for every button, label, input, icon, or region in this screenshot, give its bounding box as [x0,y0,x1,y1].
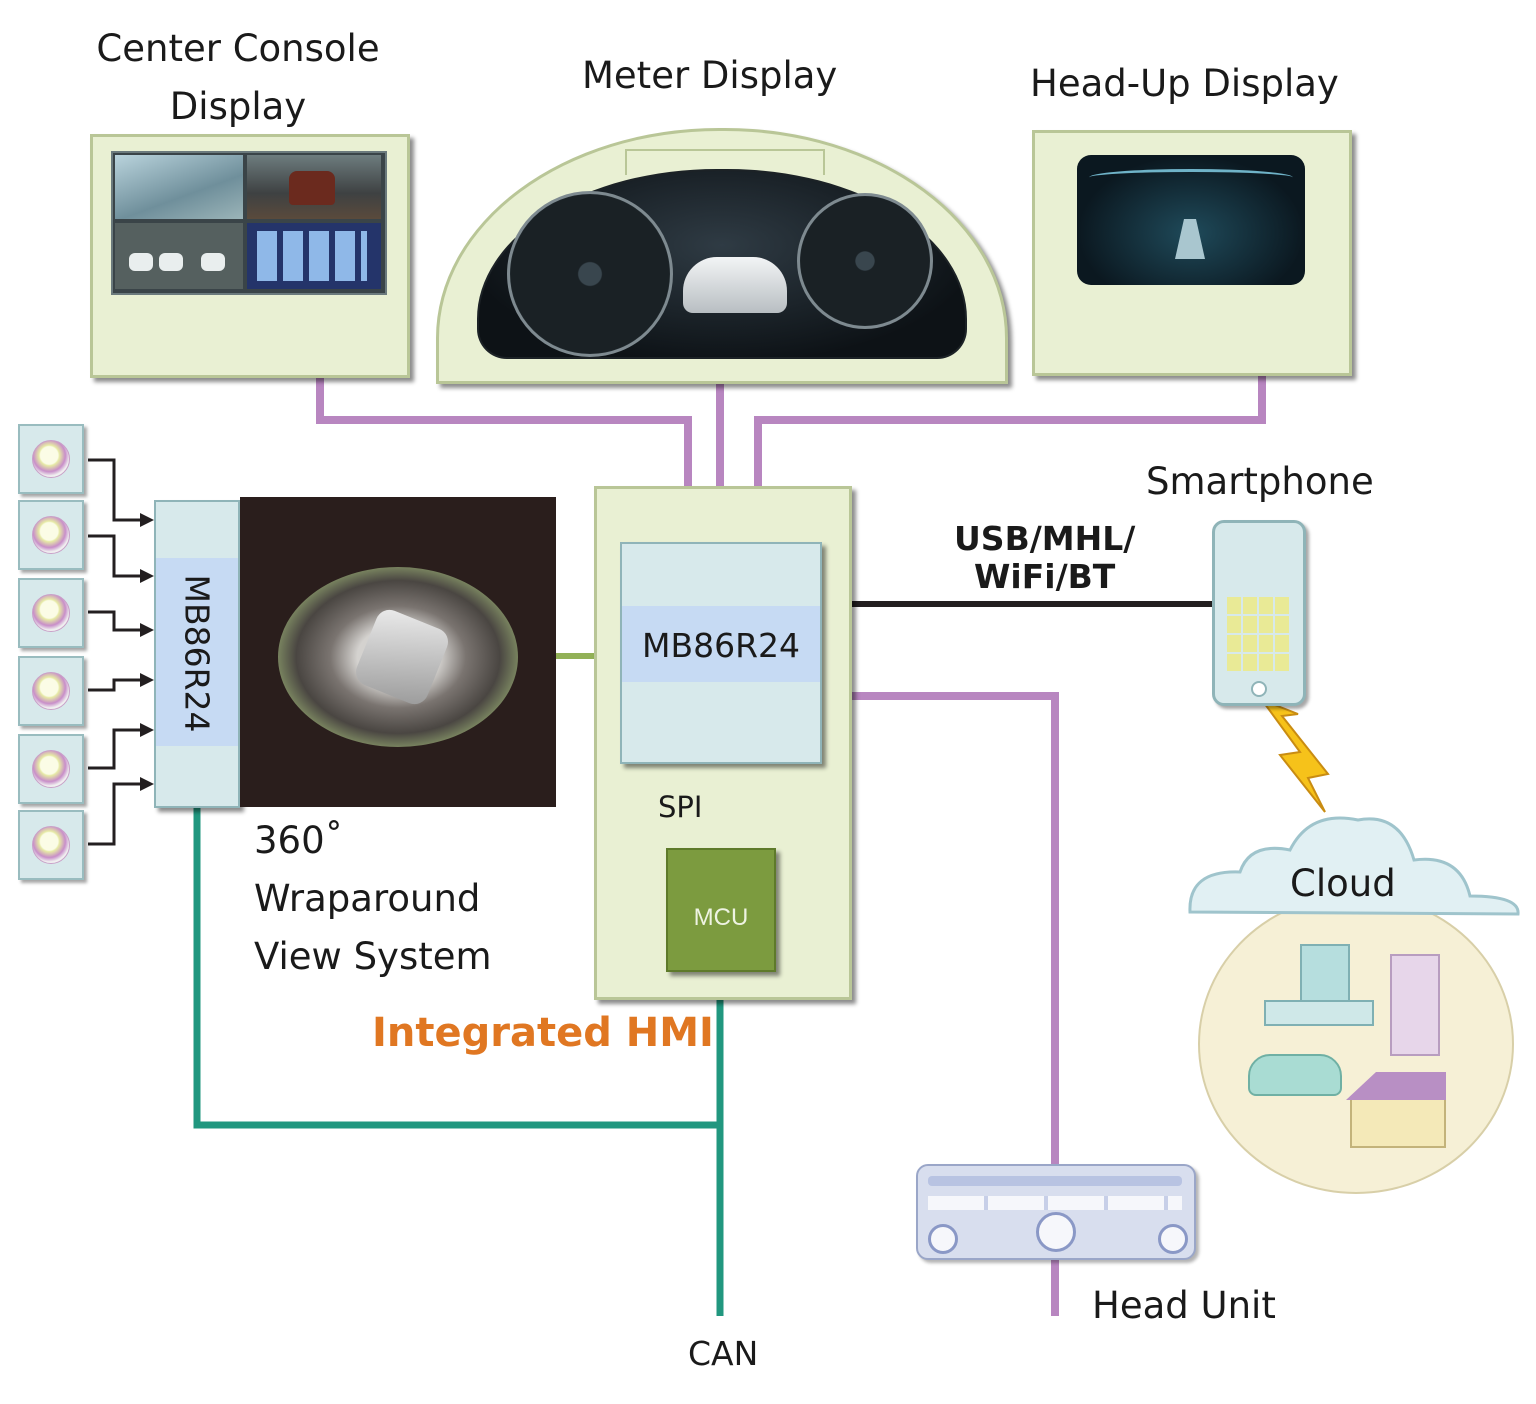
lightning-icon [1259,697,1330,813]
can-label: CAN [688,1334,759,1373]
speedometer-gauge [507,191,673,357]
head-unit-link [820,692,1059,1316]
fisheye-view [278,567,518,747]
wraparound-label: 360˚ Wraparound View System [254,819,492,978]
spi-label: SPI [658,790,703,824]
camera-icon [18,810,84,880]
mcu-label: MCU [693,904,749,931]
cloud-label: Cloud [1290,862,1396,905]
main-chip: MB86R24 [620,542,822,764]
camera-icon [18,734,84,804]
head-unit-label: Head Unit [1092,1284,1276,1327]
camera-view-top-left [115,155,243,219]
building-base [1264,1000,1374,1026]
camera-icon [18,656,84,726]
wraparound-chip-label: MB86R24 [177,574,217,733]
center-console-display [90,134,410,378]
camera-icon [18,424,84,494]
cloud-circle [1198,894,1514,1194]
server-icon [1390,954,1440,1056]
smartphone-title: Smartphone [1146,460,1374,503]
can-bus-left [193,806,720,1129]
house-icon [1350,1098,1446,1148]
integrated-hmi-label: Integrated HMI [372,1010,714,1056]
center-console-title: Center Console Display [96,27,380,128]
camera-icon [18,500,84,570]
usb-label: USB/MHL/ WiFi/BT [954,519,1136,596]
center-console-link [316,360,692,540]
head-up-display [1032,130,1352,376]
mcu-chip: MCU [666,848,776,972]
camera-arrows [88,458,142,846]
hud-screen [1077,155,1305,285]
car-icon [1248,1054,1342,1096]
tachometer-gauge [797,193,933,329]
instrument-cluster [477,169,967,359]
camera-view-bottom-left [115,223,243,289]
wraparound-chip: MB86R24 [154,500,240,808]
hud-title: Head-Up Display [1030,62,1339,105]
hud-link [754,360,1266,540]
smartphone-icon [1212,520,1306,706]
wraparound-view-image [240,497,556,807]
main-chip-label: MB86R24 [641,626,801,665]
menu-grid-view [247,223,381,289]
camera-icon [18,578,84,648]
camera-view-top-right [247,155,381,219]
meter-display-title: Meter Display [582,54,838,97]
head-unit-icon [916,1164,1196,1260]
car-graphic [683,257,787,313]
center-console-screen [111,151,387,295]
